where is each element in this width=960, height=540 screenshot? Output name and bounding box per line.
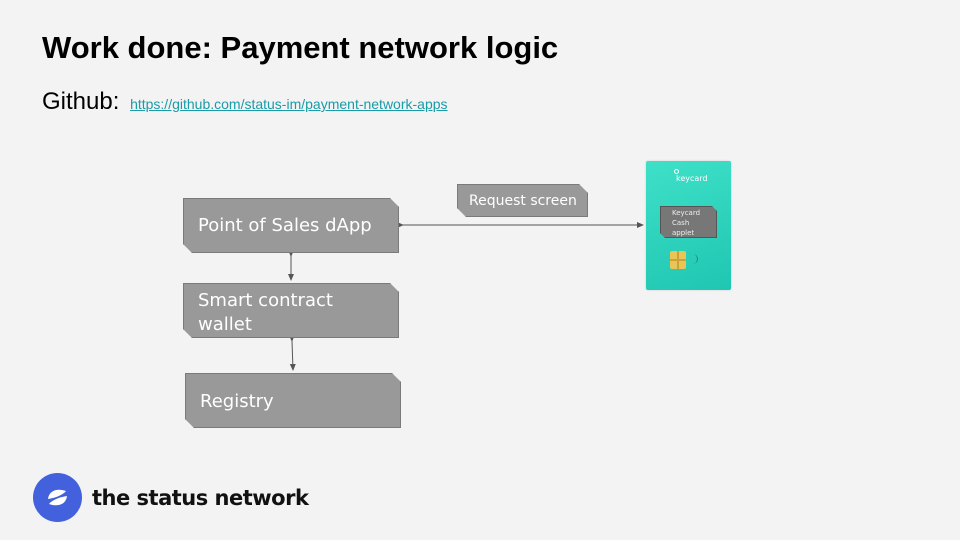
keycard-ring-icon: [674, 169, 679, 174]
github-label: Github:: [42, 88, 120, 115]
status-logo-icon: [33, 473, 82, 522]
applet-line1: Keycard: [672, 209, 701, 217]
wallet-label-line1: Smart contract: [198, 290, 333, 311]
pos-dapp-box: Point of Sales dApp: [183, 198, 399, 253]
github-line: Github: https://github.com/status-im/pay…: [42, 88, 448, 116]
arrow-wallet-registry: [288, 334, 296, 371]
applet-line2: Cash: [672, 219, 690, 227]
wallet-label-line2: wallet: [198, 314, 252, 335]
github-link[interactable]: https://github.com/status-im/payment-net…: [130, 96, 448, 112]
keycard-logo: keycard: [674, 169, 708, 183]
keycard-card: keycard Keycard Cash applet: [646, 161, 731, 290]
keycard-cash-applet-box: Keycard Cash applet: [660, 206, 717, 238]
applet-line3: applet: [672, 229, 695, 237]
request-screen-box: Request screen: [457, 184, 588, 217]
chip-icon: [670, 251, 686, 269]
status-logo-shape: [48, 489, 67, 506]
registry-label: Registry: [200, 391, 274, 412]
nfc-icon: [693, 254, 698, 264]
request-screen-label: Request screen: [469, 193, 577, 209]
slide-title: Work done: Payment network logic: [42, 30, 559, 65]
footer-brand-text: the status network: [92, 486, 309, 510]
keycard-logo-text: keycard: [676, 174, 708, 183]
registry-box: Registry: [185, 373, 401, 428]
pos-dapp-label: Point of Sales dApp: [198, 215, 372, 236]
smart-contract-wallet-box: Smart contract wallet: [183, 283, 399, 338]
